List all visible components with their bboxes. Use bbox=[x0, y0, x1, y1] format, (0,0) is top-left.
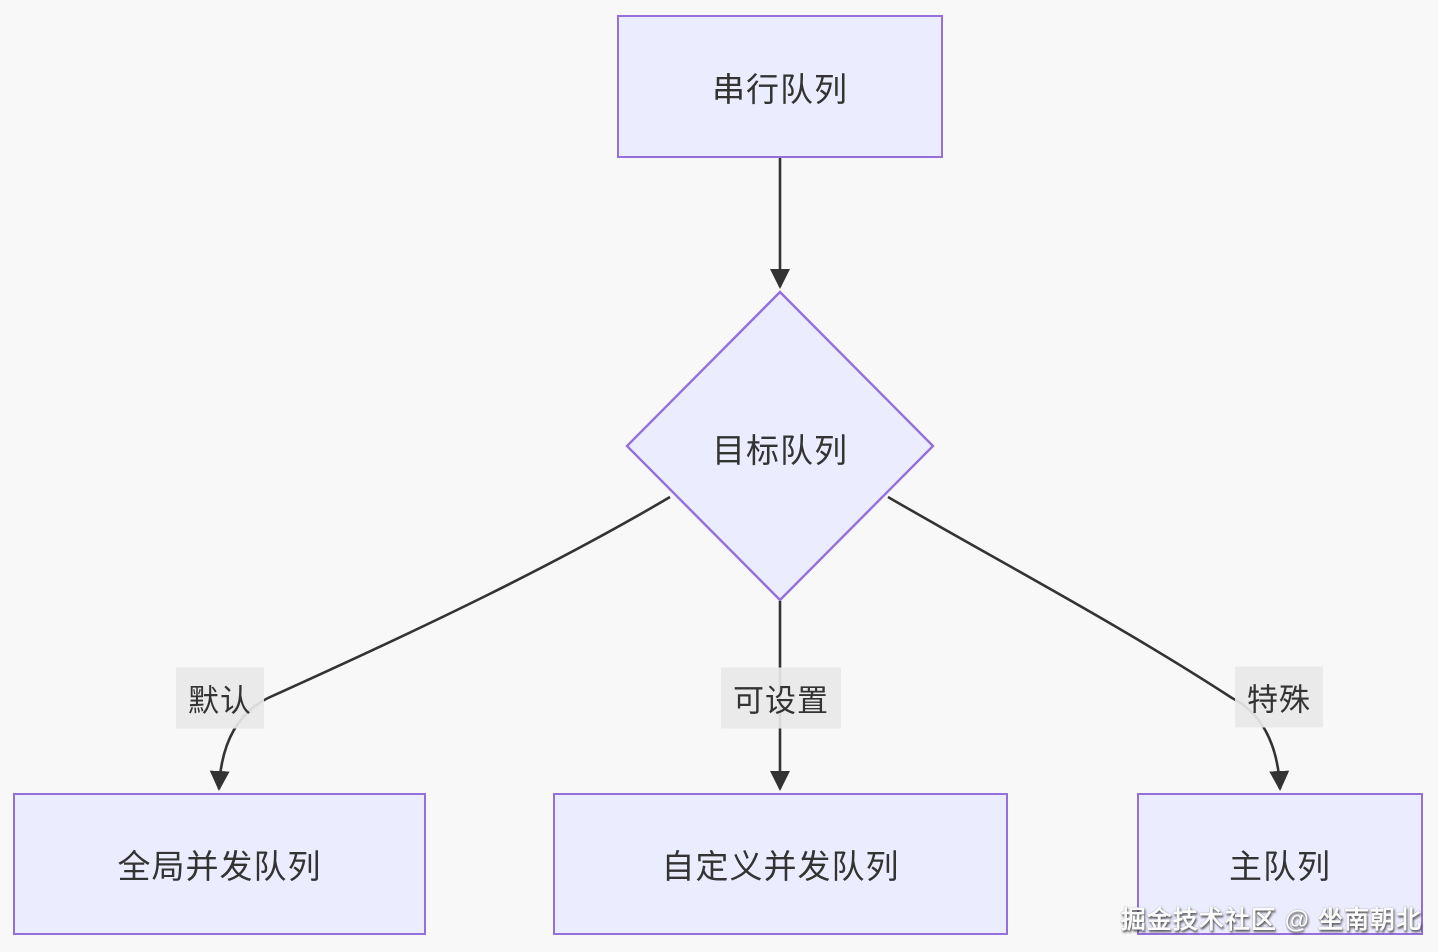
node-main-queue: 主队列 bbox=[1137, 793, 1423, 935]
edge-label-special: 特殊 bbox=[1235, 666, 1323, 728]
node-custom-concurrent-queue: 自定义并发队列 bbox=[553, 793, 1008, 935]
node-target-queue-label: 目标队列 bbox=[712, 432, 848, 469]
node-serial-queue-label: 串行队列 bbox=[712, 70, 848, 108]
node-serial-queue: 串行队列 bbox=[617, 15, 943, 158]
node-global-concurrent-queue: 全局并发队列 bbox=[13, 793, 426, 935]
watermark: 掘金技术社区 @ 坐南朝北 bbox=[1120, 906, 1422, 934]
node-main-queue-label: 主队列 bbox=[1229, 848, 1331, 885]
edge-target-to-main bbox=[887, 495, 1290, 791]
edge-target-to-global bbox=[209, 495, 671, 791]
edge-label-settable: 可设置 bbox=[721, 667, 841, 729]
node-global-concurrent-queue-label: 全局并发队列 bbox=[117, 848, 322, 885]
edge-label-default: 默认 bbox=[176, 667, 264, 729]
node-custom-concurrent-queue-label: 自定义并发队列 bbox=[661, 848, 900, 885]
